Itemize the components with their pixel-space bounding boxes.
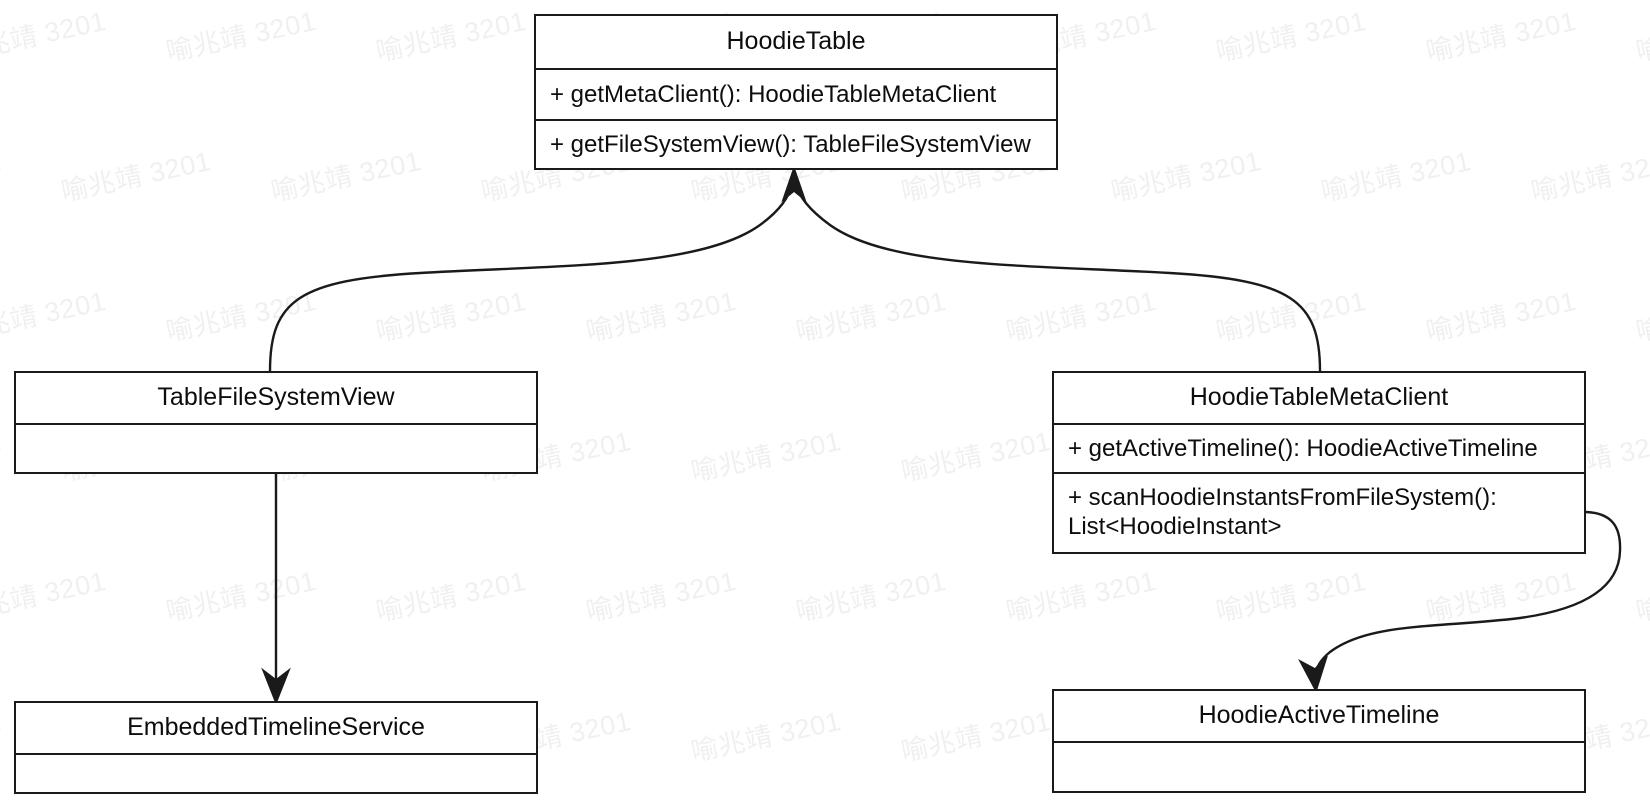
watermark-label: 喻兆靖 3201 xyxy=(1423,5,1579,68)
class-name-compartment: HoodieTableMetaClient xyxy=(1054,373,1584,425)
watermark-label: 喻兆靖 3201 xyxy=(793,565,949,628)
class-box-hoodie-table-meta-client[interactable]: HoodieTableMetaClient + getActiveTimelin… xyxy=(1052,371,1586,554)
class-name-compartment: TableFileSystemView xyxy=(16,373,536,425)
class-member-label: + getFileSystemView(): TableFileSystemVi… xyxy=(550,130,1031,158)
class-name-compartment: HoodieActiveTimeline xyxy=(1054,691,1584,743)
watermark-label: 喻兆靖 3201 xyxy=(1633,6,1650,68)
watermark-label: 喻兆靖 3201 xyxy=(583,285,739,348)
class-name-compartment: HoodieTable xyxy=(536,16,1056,70)
class-members-compartment xyxy=(16,755,536,792)
class-members-compartment xyxy=(16,425,536,472)
arrowhead-into-hoodietable xyxy=(781,165,807,203)
class-member-label: + scanHoodieInstantsFromFileSystem(): Li… xyxy=(1068,484,1497,541)
watermark-label: 喻兆靖 3201 xyxy=(373,285,529,348)
class-member-row: + getFileSystemView(): TableFileSystemVi… xyxy=(536,119,1056,168)
class-name-label: EmbeddedTimelineService xyxy=(127,713,425,742)
class-members-compartment: + getMetaClient(): HoodieTableMetaClient… xyxy=(536,70,1056,168)
class-member-row: + getMetaClient(): HoodieTableMetaClient xyxy=(536,70,1056,119)
watermark-label: 喻兆靖 3201 xyxy=(898,425,1054,488)
class-member-row: + scanHoodieInstantsFromFileSystem(): Li… xyxy=(1054,472,1584,550)
arrowhead-into-hoodieactivetimeline xyxy=(1298,655,1328,694)
connector-hoodietablemetaclient-to-hoodietable xyxy=(794,181,1322,373)
class-name-compartment: EmbeddedTimelineService xyxy=(16,703,536,755)
watermark-label: 喻兆靖 3201 xyxy=(793,285,949,348)
class-name-label: TableFileSystemView xyxy=(157,383,395,412)
watermark-label: 喻兆靖 3201 xyxy=(1423,565,1579,628)
class-members-compartment: + getActiveTimeline(): HoodieActiveTimel… xyxy=(1054,425,1584,550)
class-member-label: + getActiveTimeline(): HoodieActiveTimel… xyxy=(1068,434,1538,462)
watermark-label: 喻兆靖 3201 xyxy=(1213,5,1369,68)
watermark-label: 喻兆靖 3201 xyxy=(0,285,109,348)
class-name-label: HoodieActiveTimeline xyxy=(1198,701,1440,730)
watermark-label: 喻兆靖 3201 xyxy=(688,705,844,768)
watermark-label: 喻兆靖 3201 xyxy=(373,5,529,68)
watermark-label: 喻兆靖 3201 xyxy=(1108,145,1264,208)
arrowhead-into-embeddedtimelineservice xyxy=(261,667,291,706)
class-member-row: + getActiveTimeline(): HoodieActiveTimel… xyxy=(1054,425,1584,472)
watermark-label: 喻兆靖 3201 xyxy=(1003,285,1159,348)
watermark-label: 喻兆靖 3201 xyxy=(1213,565,1369,628)
class-member-label: + getMetaClient(): HoodieTableMetaClient xyxy=(550,80,997,108)
connector-tablefilesystemview-to-hoodietable xyxy=(268,181,794,373)
watermark-label: 喻兆靖 3201 xyxy=(1003,565,1159,628)
watermark-label: 喻兆靖 3201 xyxy=(1213,285,1369,348)
watermark-label: 喻兆靖 3201 xyxy=(268,145,424,208)
class-box-hoodie-table[interactable]: HoodieTable + getMetaClient(): HoodieTab… xyxy=(534,14,1058,170)
class-box-embedded-timeline-service[interactable]: EmbeddedTimelineService xyxy=(14,701,538,794)
watermark-label: 喻兆靖 3201 xyxy=(0,425,4,487)
watermark-label: 喻兆靖 3201 xyxy=(58,145,214,208)
class-box-table-file-system-view[interactable]: TableFileSystemView xyxy=(14,371,538,474)
watermark-label: 喻兆靖 3201 xyxy=(1528,145,1650,208)
watermark-label: 喻兆靖 3201 xyxy=(1318,145,1474,208)
watermark-label: 喻兆靖 3201 xyxy=(1423,285,1579,348)
watermark-label: 喻兆靖 3201 xyxy=(1633,286,1650,348)
watermark-label: 喻兆靖 3201 xyxy=(0,565,109,628)
watermark-label: 喻兆靖 3201 xyxy=(0,5,109,68)
class-members-compartment xyxy=(1054,743,1584,791)
class-box-hoodie-active-timeline[interactable]: HoodieActiveTimeline xyxy=(1052,689,1586,793)
watermark-label: 喻兆靖 3201 xyxy=(163,565,319,628)
watermark-label: 喻兆靖 3201 xyxy=(0,145,4,207)
watermark-label: 喻兆靖 3201 xyxy=(373,565,529,628)
watermark-label: 喻兆靖 3201 xyxy=(0,705,4,767)
class-name-label: HoodieTable xyxy=(726,27,866,56)
class-name-label: HoodieTableMetaClient xyxy=(1189,383,1449,412)
watermark-label: 喻兆靖 3201 xyxy=(1633,566,1650,628)
watermark-label: 喻兆靖 3201 xyxy=(898,705,1054,768)
watermark-label: 喻兆靖 3201 xyxy=(163,5,319,68)
watermark-label: 喻兆靖 3201 xyxy=(583,565,739,628)
watermark-label: 喻兆靖 3201 xyxy=(688,425,844,488)
watermark-label: 喻兆靖 3201 xyxy=(163,285,319,348)
